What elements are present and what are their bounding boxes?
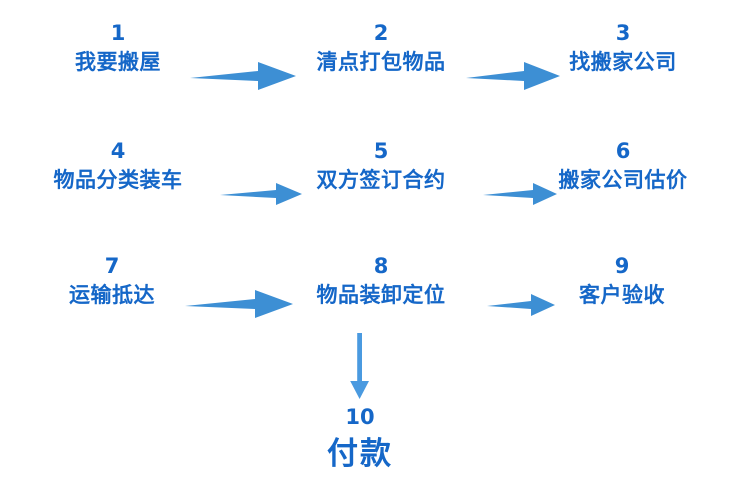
step-number: 1 bbox=[110, 21, 126, 45]
flow-step-3[interactable]: 3 找搬家公司 bbox=[569, 21, 677, 75]
step-number: 4 bbox=[110, 139, 126, 163]
flow-step-8[interactable]: 8 物品装卸定位 bbox=[316, 254, 446, 308]
step-number: 7 bbox=[104, 254, 120, 278]
flow-step-7[interactable]: 7 运输抵达 bbox=[69, 254, 155, 308]
arrow-8-to-9 bbox=[487, 293, 557, 317]
flow-step-4[interactable]: 4 物品分类装车 bbox=[53, 139, 183, 193]
arrow-1-to-2 bbox=[190, 60, 298, 92]
step-number: 3 bbox=[615, 21, 631, 45]
step-label: 付款 bbox=[327, 436, 393, 473]
step-label: 我要搬屋 bbox=[75, 50, 161, 75]
step-number: 5 bbox=[373, 139, 389, 163]
arrow-2-to-3 bbox=[466, 60, 562, 92]
flow-step-6[interactable]: 6 搬家公司估价 bbox=[558, 139, 688, 193]
step-label: 物品分类装车 bbox=[53, 168, 183, 193]
flow-step-9[interactable]: 9 客户验收 bbox=[579, 254, 665, 308]
step-label: 找搬家公司 bbox=[569, 50, 677, 75]
arrow-4-to-5 bbox=[220, 182, 304, 206]
step-label: 清点打包物品 bbox=[316, 50, 446, 75]
flow-step-5[interactable]: 5 双方签订合约 bbox=[316, 139, 446, 193]
flow-step-2[interactable]: 2 清点打包物品 bbox=[316, 21, 446, 75]
step-label: 双方签订合约 bbox=[316, 168, 446, 193]
step-label: 运输抵达 bbox=[69, 283, 155, 308]
step-number: 6 bbox=[615, 139, 631, 163]
step-label: 搬家公司估价 bbox=[558, 168, 688, 193]
step-number: 10 bbox=[345, 405, 375, 429]
step-number: 9 bbox=[614, 254, 630, 278]
arrow-7-to-8 bbox=[185, 288, 295, 320]
step-label: 客户验收 bbox=[579, 283, 665, 308]
arrow-5-to-6 bbox=[483, 182, 559, 206]
step-number: 8 bbox=[373, 254, 389, 278]
arrow-8-to-10 bbox=[345, 333, 375, 401]
step-number: 2 bbox=[373, 21, 389, 45]
flow-step-1[interactable]: 1 我要搬屋 bbox=[75, 21, 161, 75]
step-label: 物品装卸定位 bbox=[316, 283, 446, 308]
flow-step-10[interactable]: 10 付款 bbox=[327, 405, 393, 474]
